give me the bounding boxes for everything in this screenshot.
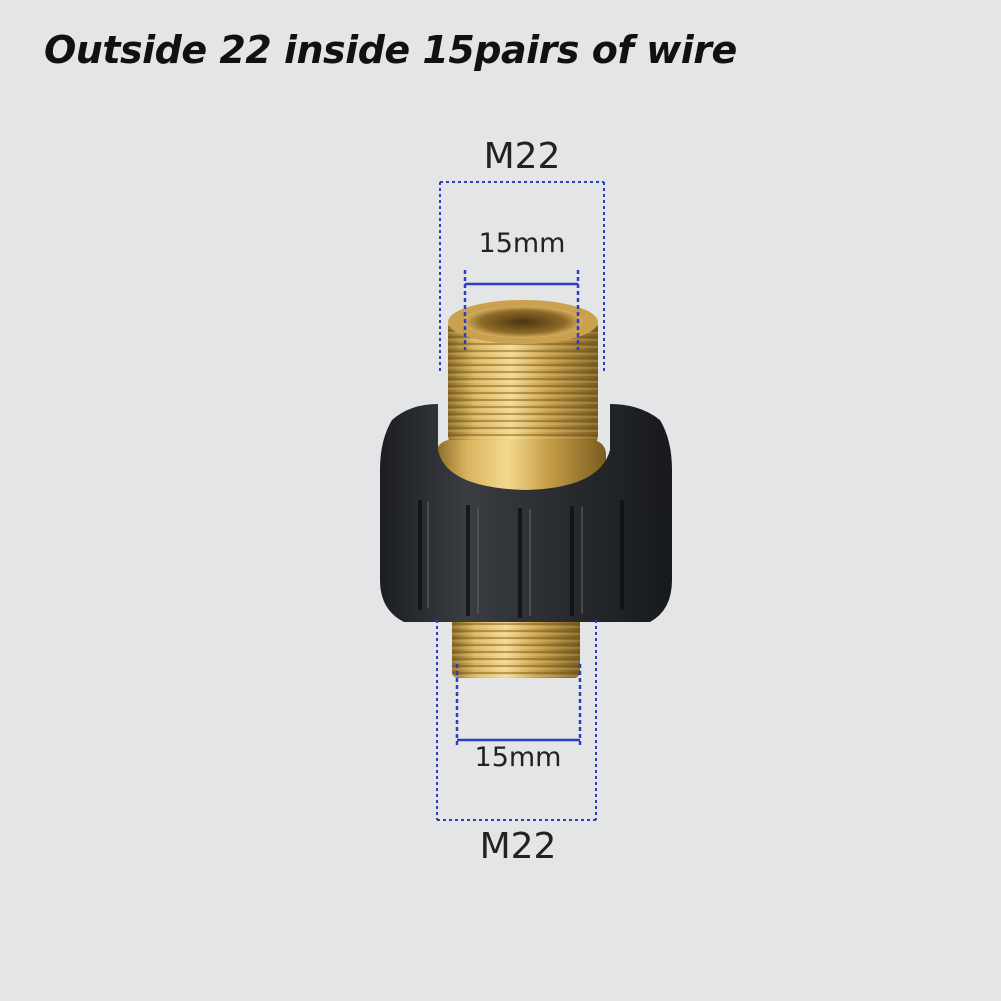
inner-diameter-label-top: 15mm: [478, 228, 566, 259]
brass-collar: [436, 440, 606, 492]
outer-diameter-label-bottom: M22: [479, 826, 557, 867]
dimension-lines: [436, 181, 605, 821]
top-thread: [448, 300, 598, 446]
inner-diameter-label-bottom: 15mm: [474, 742, 562, 773]
outer-diameter-label-top: M22: [483, 136, 561, 177]
knurled-nut: [380, 404, 672, 622]
product-title: Outside 22 inside 15pairs of wire: [44, 28, 737, 72]
